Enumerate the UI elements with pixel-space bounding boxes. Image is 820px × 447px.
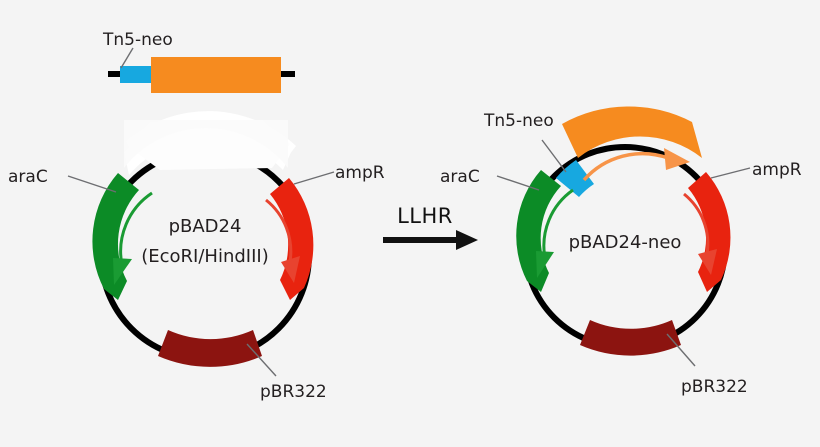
right-pBR322-leader-line — [666, 333, 696, 367]
left-ampR-arc — [270, 178, 314, 300]
llhr-reaction-arrow-group: LLHR — [383, 204, 478, 250]
right-feature-pBR322: pBR322 — [580, 320, 748, 397]
left-plasmid-name-line2: (EcoRI/HindIII) — [141, 246, 269, 267]
right-neo-arc — [562, 106, 702, 158]
right-ampR-leader-line — [710, 167, 751, 179]
llhr-arrow-head — [456, 230, 478, 250]
right-neo-direction-arrowhead — [664, 148, 690, 170]
cassette-tn5-label: Tn5-neo — [102, 30, 173, 50]
right-araC-arc — [516, 170, 561, 292]
right-feature-araC: araC — [440, 167, 574, 292]
right-araC-label: araC — [440, 167, 480, 187]
llhr-label: LLHR — [397, 204, 453, 228]
left-ampR-direction-arrowhead — [281, 256, 300, 283]
right-ampR-label: ampR — [752, 160, 802, 180]
linear-cassette-group: Tn5-neo — [102, 30, 295, 93]
cassette-neo-segment — [151, 57, 281, 93]
left-feature-araC: araC — [8, 167, 153, 300]
right-pBR322-label: pBR322 — [681, 377, 748, 397]
cassette-tn5-homology-segment — [120, 66, 154, 83]
right-araC-direction-arrowhead — [536, 251, 554, 278]
left-linearization-gap — [124, 111, 296, 175]
left-pBR322-leader-line — [246, 343, 277, 377]
left-araC-arc — [92, 173, 139, 300]
left-araC-label: araC — [8, 167, 48, 187]
right-tn5neo-label: Tn5-neo — [483, 111, 554, 131]
right-ampR-direction-arrowhead — [698, 249, 717, 275]
left-araC-leader-line — [67, 175, 117, 193]
left-pBR322-arc — [158, 330, 262, 367]
right-araC-leader-line — [496, 175, 540, 191]
right-tn5neo-leader-line — [541, 139, 567, 173]
left-ampR-direction-arrow-curve — [265, 198, 293, 263]
right-ampR-arc — [688, 172, 731, 292]
right-plasmid-name: pBAD24-neo — [569, 232, 682, 253]
left-feature-ampR: ampR — [265, 163, 385, 300]
left-araC-direction-arrow-curve — [119, 191, 153, 266]
right-feature-neo — [562, 106, 702, 182]
right-tn5neo-arc — [556, 160, 594, 197]
right-neo-direction-arrow-curve — [582, 151, 669, 182]
left-pBR322-label: pBR322 — [260, 382, 327, 402]
right-ampR-direction-arrow-curve — [683, 192, 710, 255]
left-plasmid-name-line1: pBAD24 — [169, 216, 242, 237]
plasmid-right-group: Tn5-neo araC ampR pB — [440, 106, 802, 397]
plasmid-left-group: araC ampR pBR322 pBAD24 (EcoRI/HindIII) — [8, 111, 385, 402]
right-feature-tn5neo: Tn5-neo — [483, 111, 594, 197]
right-pBR322-arc — [580, 320, 681, 356]
right-feature-ampR: ampR — [683, 160, 802, 292]
left-feature-pBR322: pBR322 — [158, 330, 327, 402]
left-araC-direction-arrowhead — [113, 258, 132, 285]
left-gap-soft — [124, 120, 288, 168]
right-araC-direction-arrow-curve — [542, 188, 574, 259]
cassette-tn5-leader-line — [120, 47, 134, 69]
left-ampR-label: ampR — [335, 163, 385, 183]
left-ampR-leader-line — [293, 171, 335, 185]
